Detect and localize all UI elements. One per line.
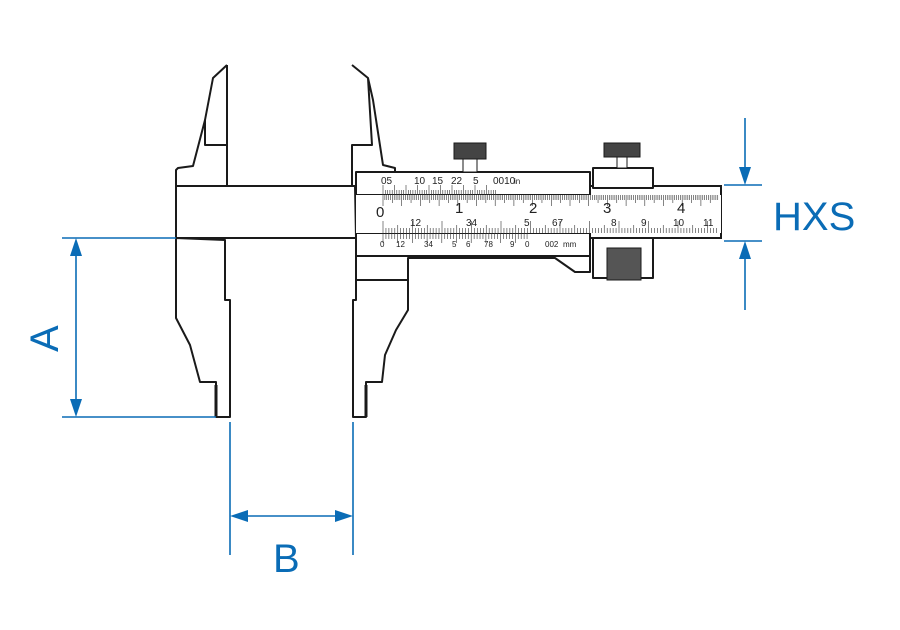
inch-main-labels: 0 1 2 3 4: [376, 200, 685, 221]
svg-text:0: 0: [380, 240, 385, 249]
svg-text:10: 10: [414, 176, 426, 187]
dimension-hxs: HXS: [724, 118, 855, 310]
svg-text:15: 15: [432, 176, 444, 187]
svg-text:mm: mm: [563, 240, 577, 249]
svg-text:3: 3: [603, 200, 611, 217]
svg-text:9: 9: [641, 218, 647, 229]
svg-text:0: 0: [525, 240, 530, 249]
fine-adjust-wheel[interactable]: [606, 247, 642, 281]
svg-text:002: 002: [545, 240, 559, 249]
svg-text:0: 0: [376, 204, 384, 221]
lock-screw-left[interactable]: [453, 142, 487, 160]
svg-text:2: 2: [529, 200, 537, 217]
svg-text:4: 4: [677, 200, 685, 217]
dimension-b: B: [229, 422, 354, 581]
dimension-b-label: B: [273, 537, 300, 581]
svg-text:67: 67: [552, 218, 564, 229]
fine-adjust-block: [592, 167, 654, 189]
svg-text:22: 22: [451, 176, 463, 187]
svg-text:6: 6: [466, 240, 471, 249]
svg-text:5: 5: [524, 218, 530, 229]
inch-vernier-labels: 05 10 15 22 5 0010 in: [381, 176, 520, 187]
svg-text:5: 5: [452, 240, 457, 249]
lock-screw-right[interactable]: [603, 142, 641, 158]
dimension-a: A: [23, 237, 216, 418]
svg-text:9: 9: [510, 240, 515, 249]
mm-main-labels: 12 34 5 67 8 9 10 11: [410, 218, 714, 229]
svg-text:05: 05: [381, 176, 393, 187]
svg-text:12: 12: [396, 240, 405, 249]
svg-text:0010: 0010: [493, 176, 516, 187]
svg-text:12: 12: [410, 218, 422, 229]
svg-text:11: 11: [703, 218, 714, 229]
fixed-jaw: [175, 64, 231, 418]
svg-text:1: 1: [455, 200, 463, 217]
svg-text:in: in: [514, 177, 520, 186]
svg-text:34: 34: [466, 218, 478, 229]
dimension-a-label: A: [23, 325, 67, 352]
svg-text:34: 34: [424, 240, 433, 249]
dimension-hxs-label: HXS: [773, 195, 855, 239]
svg-text:8: 8: [611, 218, 617, 229]
svg-text:10: 10: [673, 218, 685, 229]
scale-ticks: [382, 185, 719, 243]
svg-text:5: 5: [473, 176, 479, 187]
svg-text:78: 78: [484, 240, 493, 249]
mm-vernier-labels: 0 12 34 5 6 78 9 0 002 mm: [380, 240, 577, 249]
